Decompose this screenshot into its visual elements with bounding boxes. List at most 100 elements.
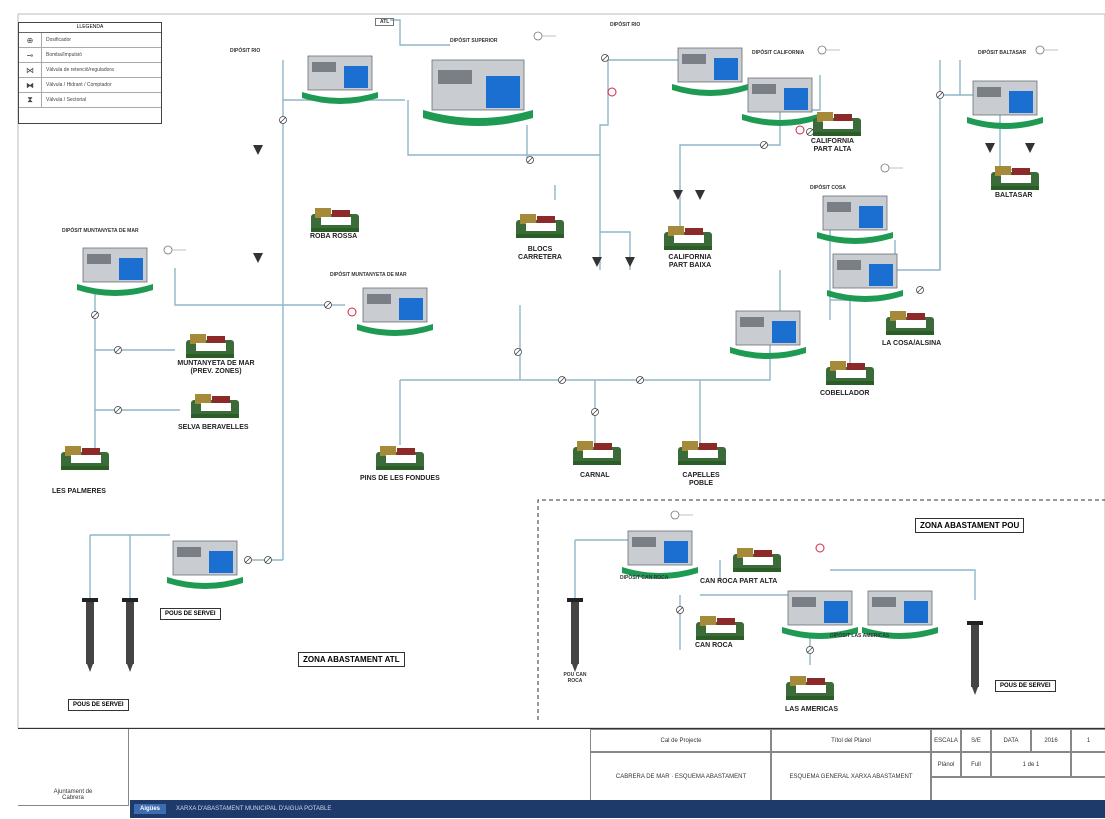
tank-label: DIPÒSIT CALIFORNIA (752, 50, 805, 56)
pump-icon: ⊸ (19, 48, 42, 62)
legend-box: LLEGENDA ⊕ Dosificador ⊸ Bomba/Impulsió ⋈V… (18, 22, 162, 124)
tb-cell (1070, 751, 1105, 778)
atl-box: ATL (375, 18, 395, 26)
house-icon (61, 446, 109, 470)
house-icon (886, 311, 934, 335)
legend-label: Vàlvula / Hidrant / Comptador (46, 82, 112, 88)
tank-label: DIPÒSIT MUNTANYETA DE MAR (62, 228, 139, 234)
house-icon (516, 214, 564, 238)
tank-icon (76, 247, 154, 297)
valve-icon (324, 301, 332, 309)
footer-tag: Aigües (134, 804, 167, 814)
valve-icon (514, 348, 522, 356)
dosing-icon (163, 245, 187, 255)
tb-cell: Plànol (930, 751, 962, 778)
valve-icon (114, 346, 122, 354)
tank-label: DIPÒSIT COSA (810, 185, 846, 191)
dosing-icon (880, 163, 904, 173)
dosing-icon (670, 510, 694, 520)
house-icon (311, 208, 359, 232)
valve-icon (114, 406, 122, 414)
house-icon (678, 441, 726, 465)
org-name: Ajuntament de Cabrera (53, 789, 93, 801)
tank-icon (741, 77, 819, 127)
tb-cell: 1 (1070, 729, 1105, 753)
zone-label: MUNTANYETA DE MAR (PREV. ZONES) (177, 360, 255, 375)
valve-icon (601, 54, 609, 62)
tank-icon (826, 253, 904, 303)
valve-icon (591, 408, 599, 416)
well-icon (82, 598, 98, 672)
tank-label: DIPÒSIT LAS AMERICAS (830, 633, 890, 639)
tank-label: DIPÒSIT MUNTANYETA DE MAR (330, 272, 407, 278)
house-icon (826, 361, 874, 385)
zone-label: PINS DE LES FONDUES (360, 475, 440, 482)
tb-value: CABRERA DE MAR · ESQUEMA ABASTAMENT (590, 751, 772, 803)
house-icon (813, 112, 861, 136)
well-box: POUS DE SERVEI (160, 608, 221, 620)
zone-label: COBELLADOR (820, 390, 870, 397)
legend-row: ⧓ Vàlvula / Hidrant / Comptador (19, 78, 161, 93)
tank-icon (621, 530, 699, 580)
tank-icon (422, 59, 534, 127)
valve-icon: ⧓ (19, 78, 42, 92)
pump-icon (695, 190, 705, 200)
valve-icon (244, 556, 252, 564)
dosing-icon (817, 45, 841, 55)
zone-label: ROBA ROSSA (310, 233, 358, 240)
tb-cell: DATA (990, 729, 1032, 753)
tb-cell (930, 776, 1105, 803)
house-icon (696, 616, 744, 640)
zone-title: ZONA ABASTAMENT ATL (298, 652, 405, 667)
tank-icon (356, 287, 434, 337)
well-icon (122, 598, 138, 672)
pump-icon (253, 253, 263, 263)
legend-row: ⋈Vàlvula de retenció/reguladora (19, 63, 161, 78)
tb-cell: 1 de 1 (990, 751, 1072, 778)
legend-label: Vàlvula / Sectorial (46, 97, 87, 103)
legend-title: LLEGENDA (19, 23, 161, 33)
tank-label: DIPÒSIT RIO (610, 22, 641, 28)
pump-icon (253, 145, 263, 155)
valve-icon (916, 286, 924, 294)
valve-icon (636, 376, 644, 384)
tb-head: Cal de Projecte (590, 729, 772, 753)
tank-label: DIPÒSIT SUPERIOR (450, 38, 498, 44)
tank-icon (671, 47, 749, 97)
house-icon (573, 441, 621, 465)
tb-cell: ESCALA (930, 729, 962, 753)
tank-icon (729, 310, 807, 360)
valve-icon (279, 116, 287, 124)
legend-label: Bomba/Impulsió (46, 52, 82, 58)
well-label: POU CAN ROCA (563, 672, 587, 684)
pump-icon (625, 257, 635, 267)
footer-text: XARXA D'ABASTAMENT MUNICIPAL D'AIGUA POT… (176, 806, 332, 812)
pump-icon (673, 190, 683, 200)
valve-icon (526, 156, 534, 164)
house-icon (733, 548, 781, 572)
zone-label: LES PALMERES (52, 488, 106, 495)
well-box: POUS DE SERVEI (995, 680, 1056, 692)
tank-label: DIPÒSIT BALTASAR (978, 50, 1027, 56)
tb-cell: S/E (960, 729, 992, 753)
valve-icon (91, 311, 99, 319)
house-icon (991, 166, 1039, 190)
valve-icon (676, 606, 684, 614)
dosificador-icon: ⊕ (19, 33, 42, 47)
pump-icon (985, 143, 995, 153)
tank-icon (966, 80, 1044, 130)
tb-value: ESQUEMA GENERAL XARXA ABASTAMENT (770, 751, 932, 803)
zone-label: CAPELLES POBLE (682, 472, 720, 487)
tb-head: Títol del Plànol (770, 729, 932, 753)
pump-icon (592, 257, 602, 267)
valve-icon (936, 91, 944, 99)
well-icon (967, 621, 983, 695)
tank-icon (166, 540, 244, 590)
tb-cell: Full (960, 751, 992, 778)
well-box: POUS DE SERVEI (68, 699, 129, 711)
house-icon (376, 446, 424, 470)
zone-label: LA COSA/ALSINA (882, 340, 942, 347)
legend-label: Dosificador (46, 37, 72, 43)
valve-icon (558, 376, 566, 384)
